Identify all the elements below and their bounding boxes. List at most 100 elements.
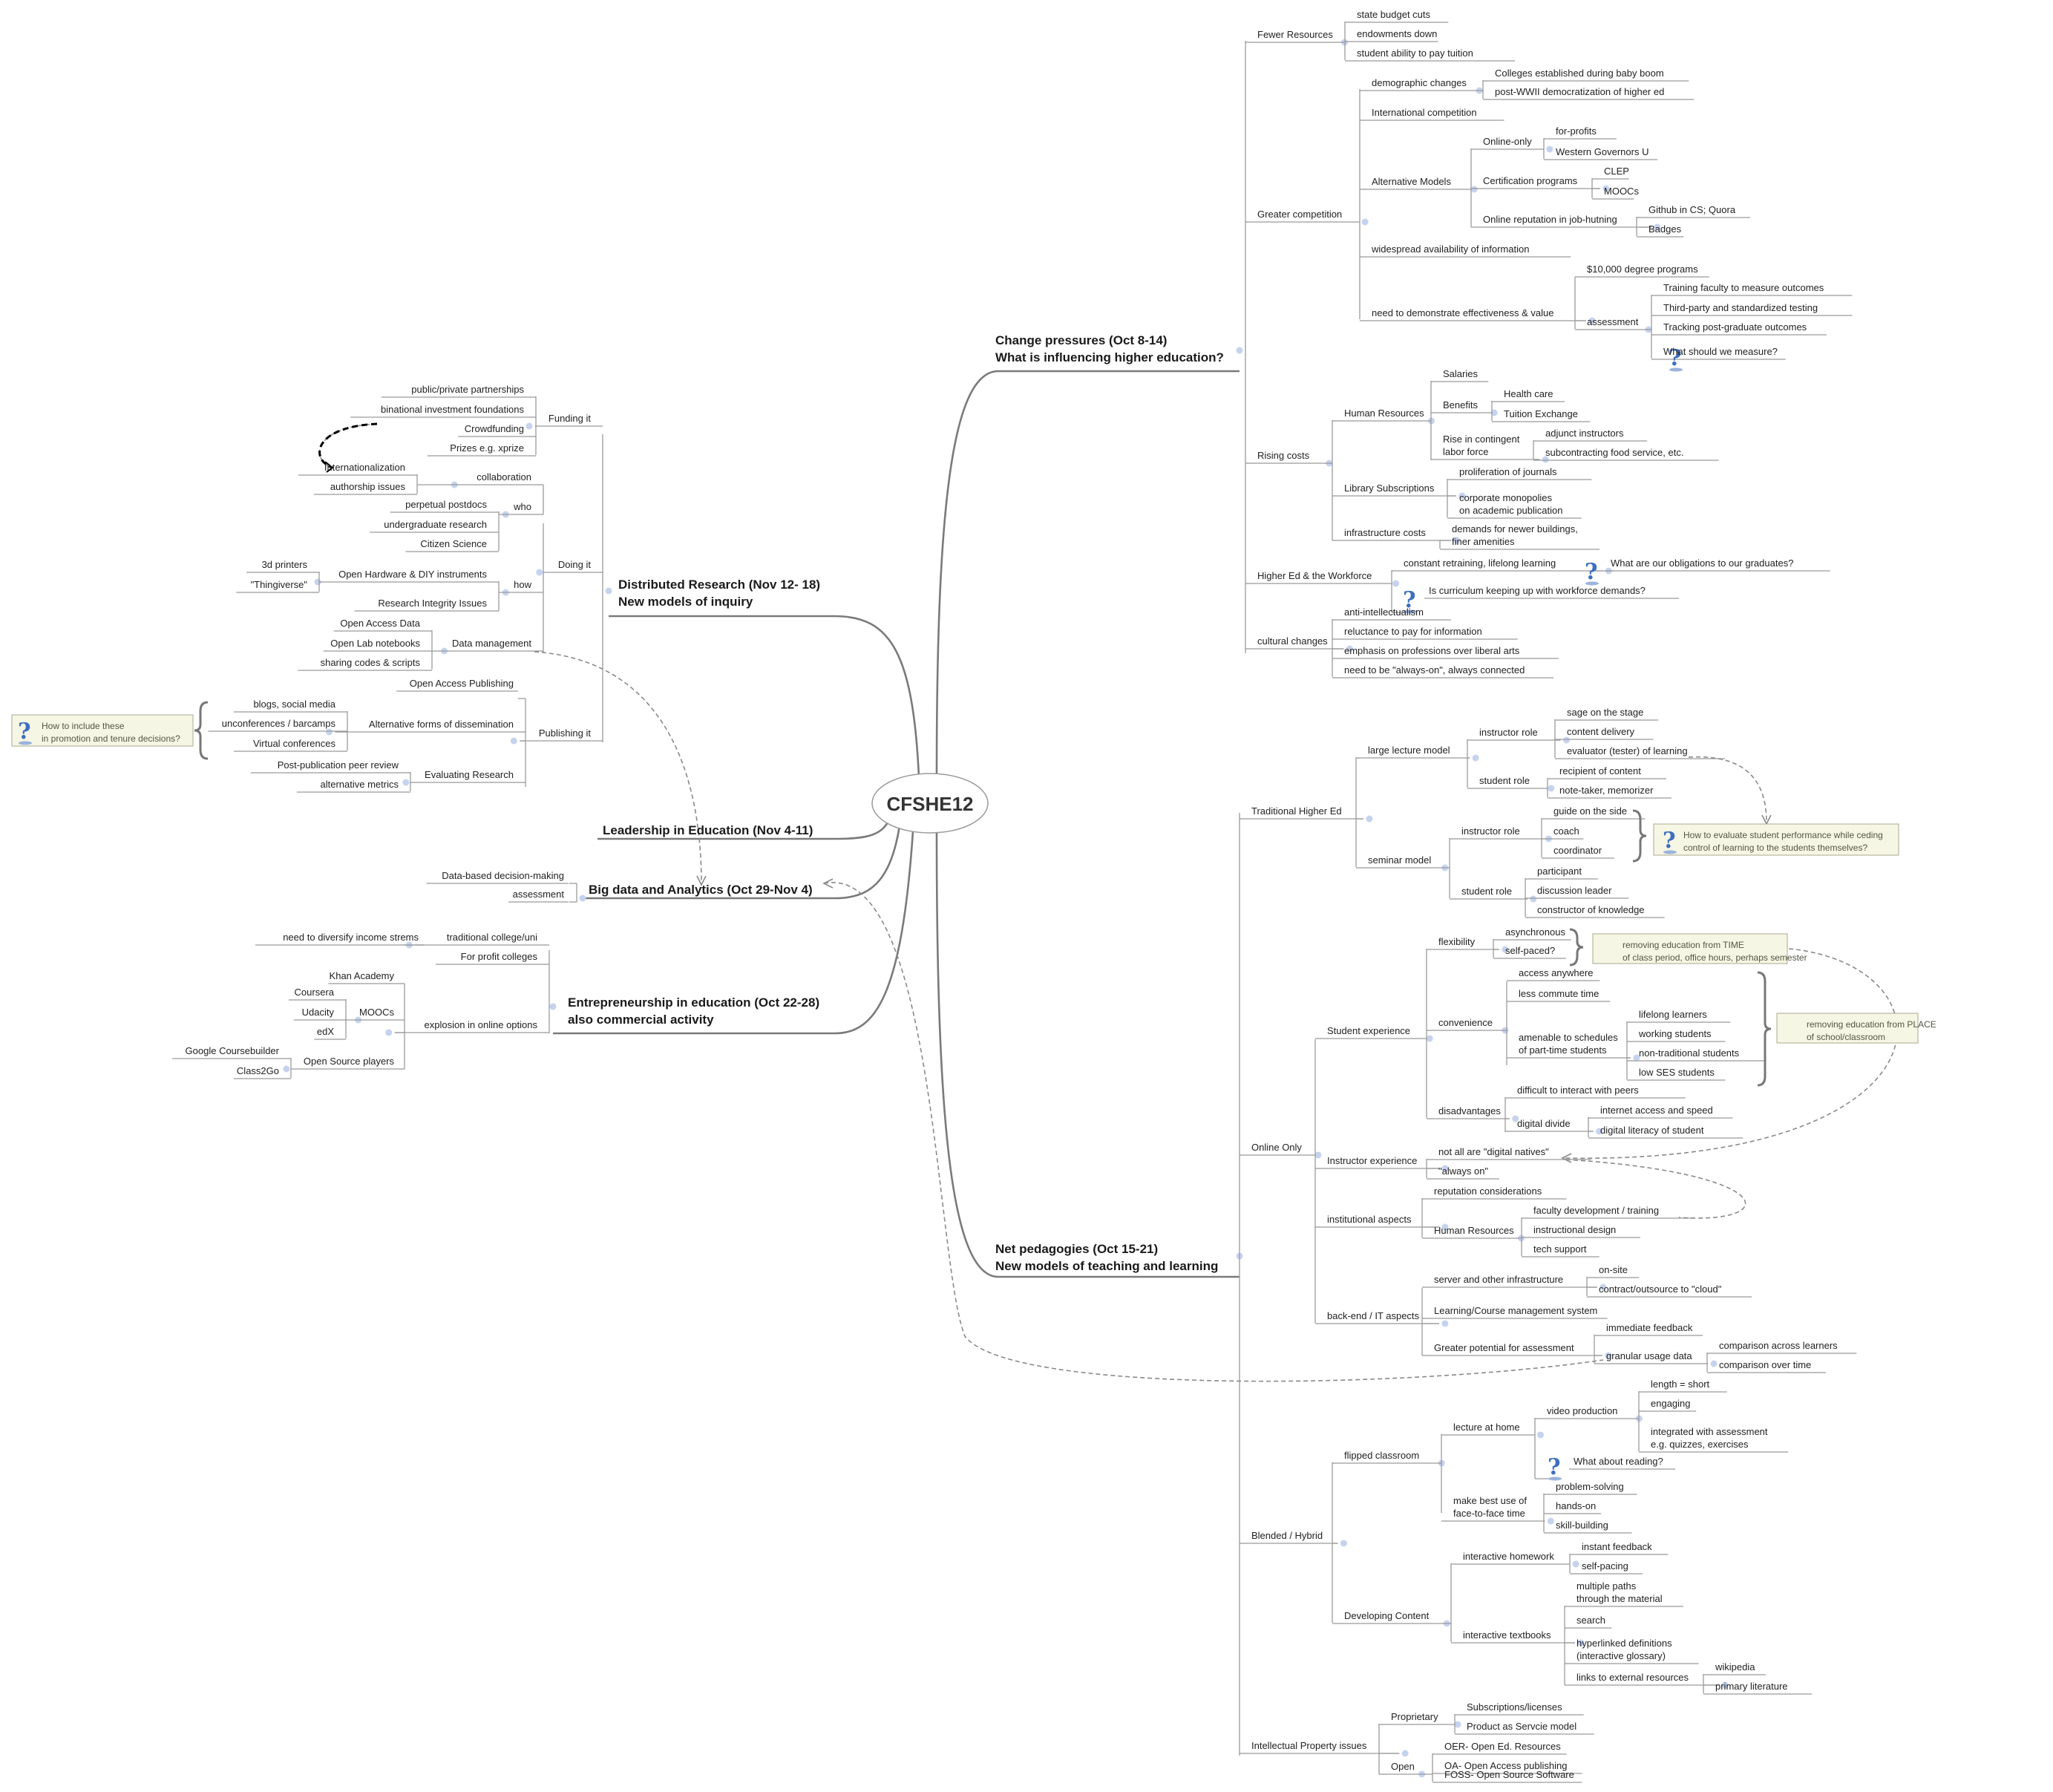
- node-orj[interactable]: Online reputation in job-hutning: [1483, 214, 1617, 225]
- node-iwa[interactable]: integrated with assessment: [1651, 1426, 1768, 1437]
- node-adj[interactable]: adjunct instructors: [1545, 428, 1624, 439]
- branch-dot[interactable]: [1602, 185, 1610, 192]
- node-lens[interactable]: length = short: [1651, 1379, 1710, 1390]
- node-rpi[interactable]: reluctance to pay for information: [1344, 626, 1482, 637]
- node-srch[interactable]: search: [1576, 1615, 1605, 1626]
- branch-dot[interactable]: [1572, 1560, 1579, 1568]
- node-ao[interactable]: "always on": [1438, 1165, 1488, 1177]
- node-crl[interactable]: constant retraining, lifelong learning: [1404, 557, 1556, 569]
- branch-net[interactable]: Net pedagogies (Oct 15-21): [995, 1242, 1158, 1256]
- node-aa[interactable]: access anywhere: [1519, 967, 1593, 978]
- branch-dot[interactable]: [1454, 1721, 1461, 1728]
- node-woo[interactable]: What are our obligations to our graduate…: [1611, 557, 1793, 569]
- node-coach[interactable]: coach: [1553, 825, 1579, 837]
- node-sub[interactable]: subcontracting food service, etc.: [1545, 447, 1683, 458]
- node-sr1[interactable]: student role: [1479, 775, 1530, 786]
- node-mbu[interactable]: make best use of: [1453, 1495, 1527, 1506]
- node-oap2[interactable]: Open Access Publishing: [410, 678, 514, 689]
- node-ps[interactable]: problem-solving: [1556, 1481, 1624, 1492]
- node-scs[interactable]: sharing codes & scripts: [321, 657, 421, 668]
- node-dbdm[interactable]: Data-based decision-making: [442, 870, 564, 881]
- node-cal[interactable]: comparison across learners: [1719, 1340, 1838, 1351]
- node-eng[interactable]: engaging: [1651, 1398, 1691, 1409]
- branch-net[interactable]: New models of teaching and learning: [995, 1259, 1218, 1273]
- node-assess2[interactable]: assessment: [513, 889, 565, 900]
- branch-dot[interactable]: [1346, 645, 1353, 653]
- node-ugr[interactable]: undergraduate research: [384, 519, 487, 530]
- node-roc[interactable]: recipient of content: [1559, 765, 1641, 776]
- node-ceb[interactable]: Colleges established during baby boom: [1495, 68, 1664, 79]
- node-dm[interactable]: Data management: [452, 638, 531, 649]
- branch-dot[interactable]: [1605, 1352, 1612, 1359]
- branch-dot[interactable]: [1458, 492, 1466, 500]
- node-pppr[interactable]: Post-publication peer review: [278, 759, 399, 771]
- node-selfp[interactable]: self-paced?: [1505, 945, 1555, 956]
- branch-dot[interactable]: [402, 779, 410, 786]
- node-doing[interactable]: Doing it: [558, 559, 591, 570]
- node-mpt[interactable]: through the material: [1576, 1593, 1663, 1604]
- branch-dot[interactable]: [1236, 347, 1243, 354]
- branch-dot[interactable]: [1654, 223, 1661, 231]
- node-coc[interactable]: contract/outsource to "cloud": [1599, 1283, 1722, 1295]
- node-te[interactable]: Tuition Exchange: [1504, 408, 1578, 419]
- node-hd[interactable]: (interactive glossary): [1576, 1650, 1666, 1661]
- node-afd[interactable]: Alternative forms of dissemination: [369, 719, 514, 730]
- branch-dot[interactable]: [1546, 145, 1553, 153]
- node-demo[interactable]: demographic changes: [1372, 77, 1467, 88]
- node-ricl[interactable]: Rise in contingent: [1443, 434, 1520, 445]
- node-prop[interactable]: Proprietary: [1391, 1711, 1438, 1722]
- node-clep[interactable]: CLEP: [1604, 166, 1629, 177]
- node-oln[interactable]: Open Lab notebooks: [330, 638, 420, 649]
- node-sal[interactable]: Salaries: [1443, 368, 1478, 379]
- node-osp[interactable]: Open Source players: [304, 1056, 395, 1067]
- branch-dot[interactable]: [1472, 754, 1479, 762]
- node-tcu[interactable]: traditional college/uni: [447, 932, 537, 943]
- branch-dot[interactable]: [1633, 1054, 1640, 1062]
- node-beit[interactable]: back-end / IT aspects: [1327, 1310, 1420, 1321]
- branch-dot[interactable]: [1542, 456, 1549, 463]
- node-bif[interactable]: binational investment foundations: [381, 404, 524, 415]
- node-tfm[interactable]: Training faculty to measure outcomes: [1663, 282, 1824, 293]
- node-ic[interactable]: International competition: [1372, 107, 1477, 118]
- node-cok[interactable]: constructor of knowledge: [1537, 904, 1645, 915]
- node-edx[interactable]: edX: [317, 1026, 334, 1037]
- node-lses[interactable]: low SES students: [1639, 1067, 1715, 1078]
- node-wiki[interactable]: wikipedia: [1715, 1661, 1755, 1672]
- branch-dot[interactable]: [579, 895, 586, 902]
- node-pasm[interactable]: Product as Servcie model: [1467, 1721, 1576, 1732]
- branch-dot[interactable]: [1441, 1223, 1449, 1231]
- branch-dot[interactable]: [1721, 1681, 1729, 1689]
- node-oer[interactable]: OER- Open Ed. Resources: [1444, 1741, 1561, 1752]
- node-wai[interactable]: widespread availability of information: [1371, 243, 1529, 255]
- node-cot[interactable]: comparison over time: [1719, 1359, 1811, 1370]
- node-ghc[interactable]: Github in CS; Quora: [1648, 204, 1736, 215]
- node-bh[interactable]: Blended / Hybrid: [1251, 1530, 1323, 1541]
- branch-dot[interactable]: [1361, 218, 1369, 226]
- branch-dot[interactable]: [1548, 785, 1555, 792]
- node-sapt[interactable]: student ability to pay tuition: [1357, 48, 1473, 59]
- node-etl[interactable]: evaluator (tester) of learning: [1567, 745, 1688, 756]
- node-dip[interactable]: difficult to interact with peers: [1517, 1085, 1639, 1096]
- node-mooc2[interactable]: MOOCs: [359, 1007, 394, 1018]
- node-collab[interactable]: collaboration: [477, 471, 531, 483]
- node-rii[interactable]: Research Integrity Issues: [378, 598, 487, 609]
- branch-dot[interactable]: [1392, 580, 1399, 587]
- node-fc[interactable]: flipped classroom: [1344, 1450, 1419, 1461]
- node-gcb[interactable]: Google Coursebuilder: [186, 1045, 280, 1056]
- node-hc[interactable]: Health care: [1504, 388, 1553, 399]
- node-epl[interactable]: emphasis on professions over liberal art…: [1344, 645, 1520, 656]
- branch-dot[interactable]: [525, 422, 533, 430]
- node-dls[interactable]: digital literacy of student: [1600, 1125, 1704, 1136]
- node-dc[interactable]: Developing Content: [1344, 1610, 1430, 1621]
- node-end[interactable]: endowments down: [1357, 28, 1437, 39]
- node-auth[interactable]: authorship issues: [330, 481, 406, 492]
- node-cm[interactable]: on academic publication: [1459, 505, 1562, 516]
- node-ws[interactable]: working students: [1638, 1028, 1712, 1039]
- branch-dot[interactable]: [536, 569, 543, 576]
- node-ih[interactable]: interactive homework: [1463, 1551, 1554, 1562]
- node-vc[interactable]: Virtual conferences: [253, 738, 336, 749]
- node-sp[interactable]: self-pacing: [1582, 1560, 1628, 1572]
- node-gpa[interactable]: Greater potential for assessment: [1434, 1342, 1574, 1353]
- node-iwa[interactable]: e.g. quizzes, exercises: [1651, 1439, 1749, 1450]
- node-ucb[interactable]: unconferences / barcamps: [222, 718, 336, 729]
